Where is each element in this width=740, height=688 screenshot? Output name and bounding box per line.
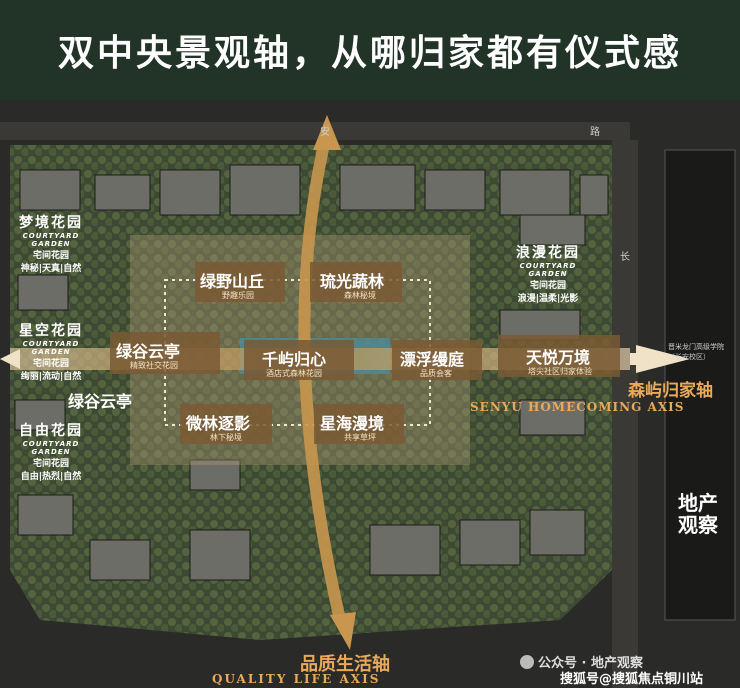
wechat-icon: [520, 655, 534, 669]
node-weilin: 微林逐影: [186, 414, 251, 433]
buildings-bottom: [189, 459, 586, 581]
homecoming-axis-en: SENYU HOMECOMING AXIS: [470, 400, 685, 414]
node-liuguang: 琉光蔬林: [320, 272, 385, 291]
node-liuguang-sub: 森林秘境: [344, 291, 376, 300]
node-lvye: 绿野山丘: [200, 272, 265, 291]
page-title: 双中央景观轴，从哪归家都有仪式感: [57, 32, 682, 74]
garden-freedom-tags: 自由|热烈|自然: [20, 472, 82, 482]
road-right: [612, 140, 638, 688]
axis-arrow-right-stem: [630, 353, 640, 365]
node-plaques: [110, 262, 620, 444]
quality-axis-en: QUALITY LIFE AXIS: [212, 672, 381, 686]
node-piaofu-sub: 品质会客: [420, 369, 452, 378]
garden-dream-sub: 宅间花园: [32, 251, 69, 261]
school-building: [664, 149, 736, 621]
quality-axis-cn: 品质生活轴: [300, 654, 390, 675]
garden-starry: 星空花园 COURTYARD GARDEN 宅间花园 绚丽|流动|自然: [8, 320, 94, 382]
node-xinghai: 星海漫境: [320, 414, 385, 433]
node-weilin-sub: 林下秘境: [210, 433, 242, 442]
garden-freedom-en: COURTYARD GARDEN: [22, 440, 80, 456]
garden-starry-tags: 绚丽|流动|自然: [20, 372, 82, 382]
garden-freedom-sub: 宅间花园: [32, 459, 69, 469]
garden-romantic-name: 浪漫花园: [516, 245, 580, 261]
garden-starry-name: 星空花园: [19, 323, 83, 339]
garden-romantic-en: COURTYARD GARDEN: [519, 262, 577, 278]
node-xinghai-sub: 共享草坪: [344, 433, 376, 442]
watermark-public: 公众号 · 地产观察: [520, 652, 643, 671]
road-top: [0, 122, 630, 140]
node-lvgu-top: 绿谷云亭: [116, 342, 181, 361]
node-lvye-sub: 野趣乐园: [222, 291, 254, 300]
garden-starry-en: COURTYARD GARDEN: [22, 340, 80, 356]
axis-arrow-right: [636, 345, 690, 373]
node-lvgu-bottom: 绿谷云亭: [68, 392, 133, 411]
watermark-sohu: 搜狐号@搜狐焦点铜川站: [560, 672, 704, 687]
node-tianyue: 天悦万境: [526, 348, 591, 367]
site-plan-map: 安 路 长 梦境花园 COURTYARD GARDEN 宅间花园 神秘|天真|自…: [0, 100, 740, 688]
garden-dream-en: COURTYARD GARDEN: [22, 232, 80, 248]
garden-romantic-tags: 浪漫|温柔|光影: [517, 294, 579, 304]
node-qianyu-sub: 酒店式森林花园: [266, 369, 322, 378]
buildings-left: [14, 274, 151, 581]
homecoming-axis-cn: 森屿归家轴: [628, 381, 713, 401]
node-qianyu: 千屿归心: [262, 350, 327, 369]
garden-dream: 梦境花园 COURTYARD GARDEN 宅间花园 神秘|天真|自然: [8, 212, 94, 274]
axis-arrow-up: [313, 115, 341, 150]
garden-freedom-name: 自由花园: [19, 423, 83, 439]
node-tianyue-sub: 塔尖社区归家体验: [528, 367, 592, 376]
road-label-top-right: 路: [590, 125, 600, 138]
garden-romantic: 浪漫花园 COURTYARD GARDEN 宅间花园 浪漫|温柔|光影: [502, 242, 594, 304]
node-lvgu-top-sub: 精致社交花园: [130, 361, 178, 370]
title-banner: 双中央景观轴，从哪归家都有仪式感: [0, 0, 740, 100]
quality-axis-curve: [298, 138, 346, 622]
road-label-top: 安: [320, 125, 330, 138]
watermark-public-text: 公众号 · 地产观察: [538, 656, 643, 671]
buildings-top: [19, 164, 609, 216]
brand-stamp: 地产 观察: [678, 491, 718, 537]
axis-arrow-left: [0, 349, 20, 369]
axis-arrow-down: [330, 612, 356, 650]
road-label-right: 长: [620, 251, 630, 263]
garden-starry-sub: 宅间花园: [32, 359, 69, 369]
node-piaofu: 漂浮缦庭: [400, 350, 465, 369]
garden-dream-tags: 神秘|天真|自然: [20, 264, 82, 274]
school-note: 晋米龙门高级学院 （长安校区）: [668, 343, 724, 361]
site-plan-graphic: 安 路 长: [0, 100, 740, 688]
garden-dream-name: 梦境花园: [19, 215, 83, 231]
garden-romantic-sub: 宅间花园: [529, 281, 566, 291]
garden-freedom: 自由花园 COURTYARD GARDEN 宅间花园 自由|热烈|自然: [8, 420, 94, 482]
